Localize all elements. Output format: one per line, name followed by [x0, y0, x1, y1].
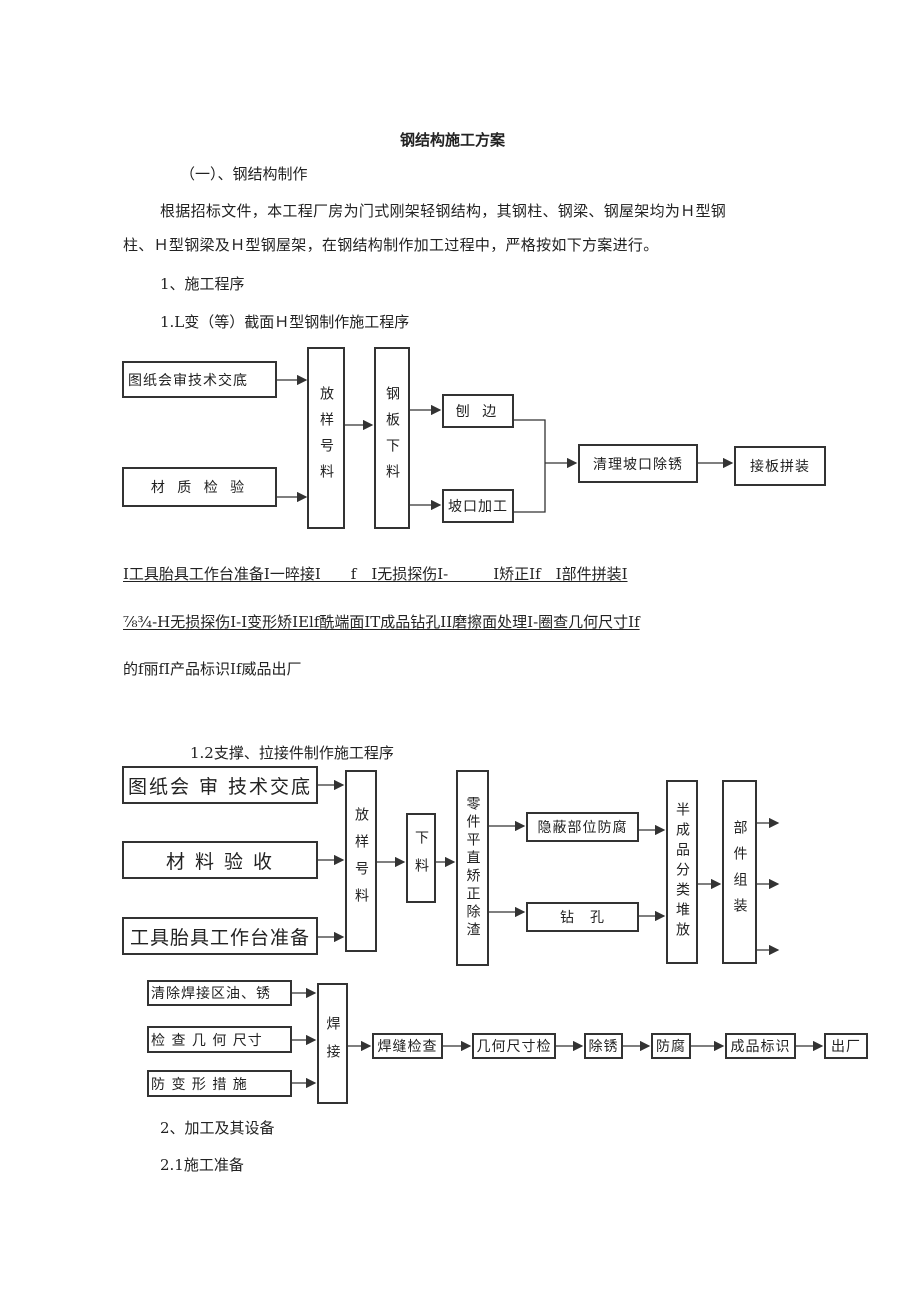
ocr-line-3: 的f丽fI产品标识If威品出厂: [123, 660, 302, 678]
heading-2: 2、加工及其设备: [160, 1119, 275, 1137]
flow2-label: 成品标识: [725, 1033, 796, 1059]
paragraph-line-2: 柱、Ｈ型钢梁及Ｈ型钢屋架，在钢结构制作加工过程中，严格按如下方案进行。: [123, 236, 659, 254]
flow1-clean: 清理坡口除锈: [578, 444, 698, 483]
section-heading: （一）、钢结构制作: [180, 165, 308, 183]
heading-1-2: 1.2支撑、拉接件制作施工程序: [190, 744, 394, 762]
flow2-geo-check: 检 查 几 何 尺寸: [147, 1026, 292, 1053]
flow2-tooling: 工具胎具工作台准备: [122, 917, 318, 955]
heading-1-1: 1.L变（等）截面Ｈ型钢制作施工程序: [160, 313, 410, 331]
flow2-stack: 半成品分类堆放: [666, 780, 698, 964]
flow1-material-check: 材 质 检 验: [122, 467, 277, 507]
flow2-dim-check: 几何尺寸检: [472, 1033, 556, 1059]
flow2-weld: 焊接: [317, 983, 348, 1104]
flow2-straighten: 零件平直矫正除渣: [456, 770, 489, 966]
flow2-drill: 钻 孔: [526, 902, 639, 932]
heading-2-1: 2.1施工准备: [160, 1156, 244, 1174]
flow1-splice: 接板拼装: [734, 446, 826, 486]
flow1-drawing-review: 图纸会审技术交底: [122, 361, 277, 398]
flow1-layout: 放样号料: [307, 347, 345, 529]
flow2-drawing-review: 图纸会 审 技术交底: [122, 766, 318, 804]
flow2-derust: 除锈: [584, 1033, 623, 1059]
flow1-planing: 刨 边: [442, 394, 514, 428]
ocr-line-1: I工具胎具工作台准备I一晬接I f I无损探伤I- I矫正If I部件拼装I: [123, 565, 628, 583]
flow2-hidden-anticorrosion: 隐蔽部位防腐: [526, 812, 639, 842]
flow2-material-accept: 材 料 验 收: [122, 841, 318, 879]
flow2-assemble: 部件组装: [722, 780, 757, 964]
paragraph-line-1: 根据招标文件，本工程厂房为门式刚架轻钢结构，其钢柱、钢梁、钢屋架均为Ｈ型钢: [160, 202, 727, 220]
flow2-layout: 放样号料: [345, 770, 377, 952]
flow2-anticorrosion: 防腐: [651, 1033, 691, 1059]
flow2-ship: 出厂: [824, 1033, 868, 1059]
flow2-cut: 下料: [406, 813, 436, 903]
flow1-plate-cut: 钢板下料: [374, 347, 410, 529]
flow2-anti-deform: 防 变 形 措 施: [147, 1070, 292, 1097]
heading-procedure: 1、施工程序: [160, 275, 245, 293]
flow1-groove: 坡口加工: [442, 489, 514, 523]
page-title: 钢结构施工方案: [400, 131, 506, 149]
ocr-line-2: ⅞¾-H无损探伤I-I变形矫IElf酰端面IT成品钻孔II磨擦面处理I-圈查几何…: [123, 613, 640, 631]
flow2-weld-clean: 清除焊接区油、锈: [147, 980, 292, 1006]
flow2-seam-check: 焊缝检查: [372, 1033, 443, 1059]
